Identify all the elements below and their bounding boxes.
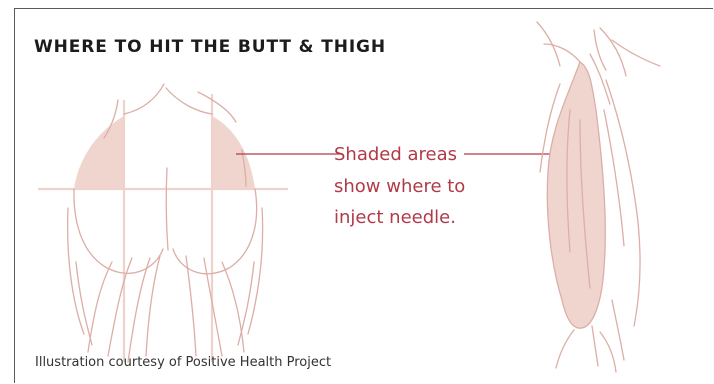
callout-line-3: inject needle. [334,202,465,234]
thigh-shaded-area [547,62,605,328]
buttocks-illustration [38,84,288,362]
callout-line-2: show where to [334,171,465,203]
figure-title: WHERE TO HIT THE BUTT & THIGH [34,37,386,57]
callout-line-1: Shaded areas [334,139,465,171]
quadrant-guide-lines [38,94,288,362]
illustration-credit: Illustration courtesy of Positive Health… [35,355,331,370]
buttocks-outline [68,84,263,362]
thigh-illustration [537,22,660,372]
callout-text: Shaded areas show where to inject needle… [334,139,465,234]
right-buttock-shaded-area [212,116,255,189]
left-buttock-shaded-area [74,116,124,189]
